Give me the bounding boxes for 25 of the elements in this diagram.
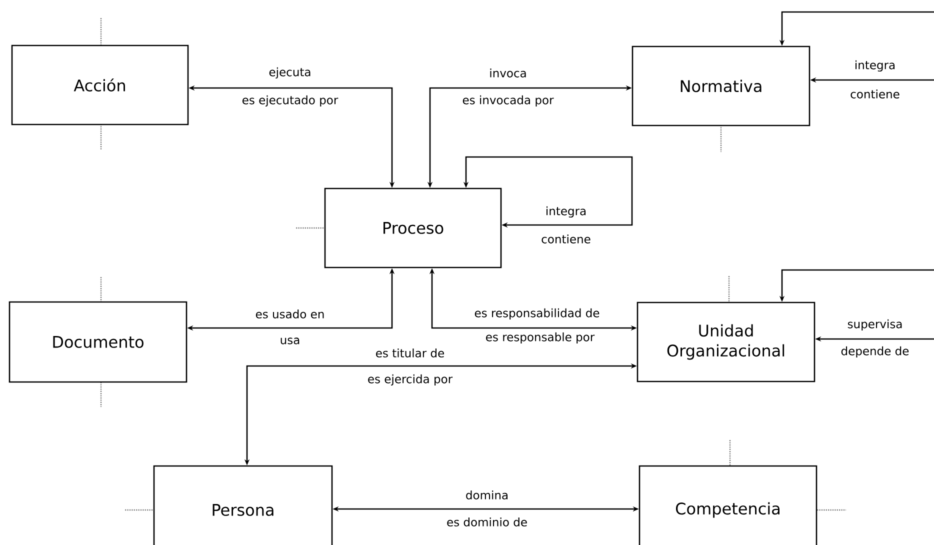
inverse-role-label: es ejecutado por bbox=[242, 95, 338, 107]
edge-label: es titular de bbox=[376, 348, 444, 358]
edge-label: es usado en bbox=[256, 310, 324, 318]
edge-label: supervisa bbox=[848, 319, 902, 331]
inverse-role-label: contiene bbox=[542, 234, 590, 244]
entity-box: Documento bbox=[8, 301, 188, 383]
inverse-role-label: depende de bbox=[841, 346, 909, 358]
inverse-role-label: es ejercida por bbox=[368, 374, 453, 386]
inverse-role-label: usa bbox=[280, 338, 300, 344]
entity-box: Persona bbox=[153, 465, 333, 545]
entity-box: Acción bbox=[11, 44, 189, 126]
edge-label: integra bbox=[546, 206, 586, 218]
inverse-role-label: es dominio de bbox=[447, 518, 527, 526]
entity-box: Normativa bbox=[632, 46, 810, 126]
edge-label: ejecuta bbox=[269, 67, 310, 79]
edge-label: es responsabilidad de bbox=[474, 308, 600, 320]
entity-box: Proceso bbox=[324, 188, 502, 268]
edge-label: domina bbox=[466, 490, 508, 500]
edge-label: invoca bbox=[490, 68, 526, 78]
entity-box: Unidad Organizacional bbox=[636, 302, 816, 382]
edge-label: integra bbox=[856, 60, 895, 72]
entity-box: Competencia bbox=[638, 465, 818, 545]
inverse-role-label: contiene bbox=[850, 90, 900, 98]
inverse-role-label: es invocada por bbox=[462, 95, 554, 107]
inverse-role-label: es responsable por bbox=[486, 332, 595, 344]
